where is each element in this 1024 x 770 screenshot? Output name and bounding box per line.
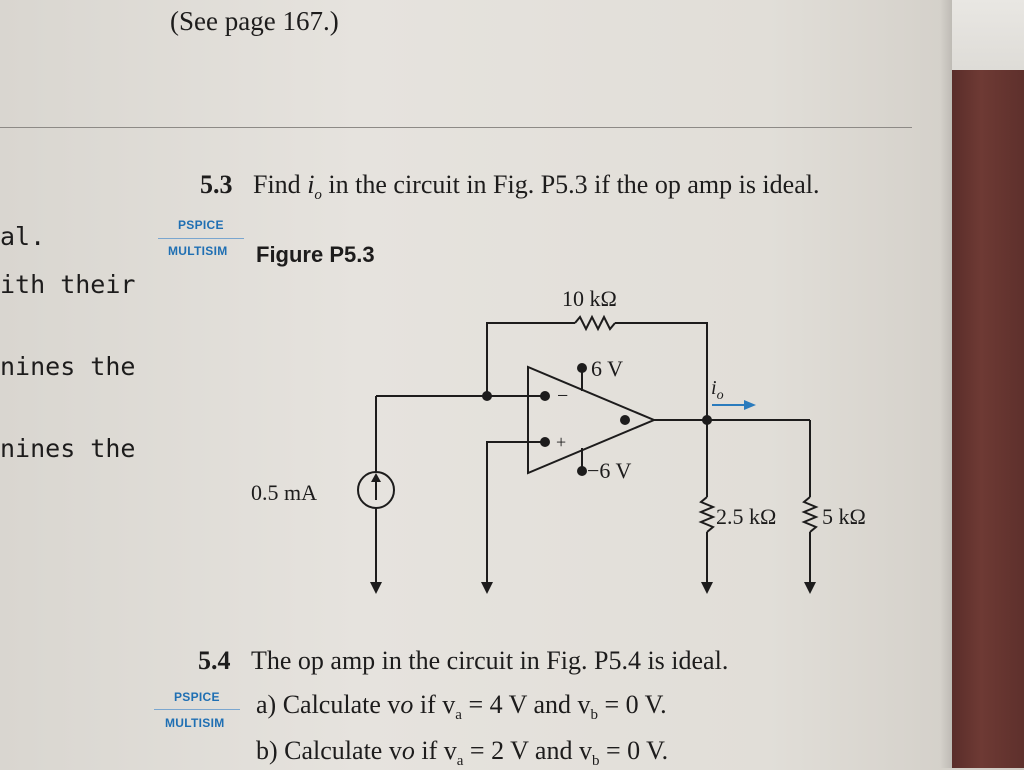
part-a-eq: = 4 V and v	[461, 690, 591, 719]
margin-text-line-4: nines the	[0, 434, 136, 463]
vneg-label: −6 V	[587, 458, 632, 483]
part-a-end: = 0 V.	[597, 690, 667, 719]
junction-vneg	[577, 466, 587, 476]
part-a-start: a) Calculate v	[256, 690, 401, 719]
inverting-sign: −	[557, 385, 568, 407]
problem-number: 5.3	[200, 170, 233, 199]
current-source-arrowhead	[371, 473, 381, 482]
junction-noninverting-pin	[540, 437, 550, 447]
part-a-sub-a: a	[455, 707, 462, 724]
io-arrow-head	[744, 400, 756, 410]
junction-output-node	[702, 415, 712, 425]
multisim-badge: MULTISIM	[165, 716, 225, 730]
load-resistor-2-label: 5 kΩ	[822, 504, 866, 529]
feedback-resistor	[574, 314, 616, 332]
problem-5-4: 5.4 The op amp in the circuit in Fig. P5…	[198, 646, 728, 676]
margin-text-line-2: ith their	[0, 270, 136, 299]
figure-label: Figure P5.3	[256, 242, 375, 267]
problem-5-3: 5.3 Find io in the circuit in Fig. P5.3 …	[200, 170, 819, 204]
current-source-label: 0.5 mA	[251, 480, 317, 505]
ground-arrow-load1	[701, 582, 713, 594]
part-b-if: if v	[414, 736, 457, 765]
problem-number: 5.4	[198, 646, 231, 675]
adjacent-page-edge	[952, 0, 1024, 70]
part-b-eq: = 2 V and v	[463, 736, 592, 765]
see-page-reference: (See page 167.)	[170, 6, 339, 36]
feedback-wire-right	[615, 322, 708, 420]
section-rule	[0, 127, 912, 128]
feedback-wire-left	[486, 322, 575, 396]
part-b-sub-b: b	[591, 753, 600, 770]
problem-text: The op amp in the circuit in Fig. P5.4 i…	[251, 646, 729, 675]
part-b-end: = 0 V.	[599, 736, 669, 765]
feedback-resistor-label: 10 kΩ	[562, 286, 617, 311]
pspice-badge: PSPICE	[174, 690, 220, 704]
problem-text-start: Find	[253, 170, 308, 199]
part-a-sub-b: b	[590, 707, 598, 724]
junction-feedback	[482, 391, 492, 401]
problem-text-end: in the circuit in Fig. P5.3 if the op am…	[321, 170, 820, 199]
pspice-badge: PSPICE	[178, 218, 224, 232]
ground-arrow-load2	[804, 582, 816, 594]
part-b-sub-a: a	[456, 753, 464, 770]
part-b-start: b) Calculate v	[256, 736, 402, 765]
badge-divider	[158, 238, 244, 239]
multisim-badge: MULTISIM	[168, 244, 228, 258]
io-label: io	[711, 377, 724, 403]
junction-inverting-pin	[540, 391, 550, 401]
ground-arrow-source	[370, 582, 382, 594]
load-resistor-5k	[801, 496, 819, 533]
noninverting-input-wire	[486, 441, 545, 582]
margin-text-line-3: nines the	[0, 352, 136, 381]
load-resistor-2-5k	[698, 496, 716, 533]
vpos-label: 6 V	[591, 356, 623, 381]
problem-5-4-part-b: b) Calculate vo if va = 2 V and vb = 0 V…	[256, 736, 669, 770]
load-resistor-1-label: 2.5 kΩ	[716, 504, 776, 529]
noninverting-sign: +	[556, 432, 566, 452]
part-a-if: if v	[413, 690, 456, 719]
page-gutter-shadow	[940, 0, 954, 768]
ground-arrow-noninverting	[481, 582, 493, 594]
junction-opamp-output	[620, 415, 630, 425]
io-subscript: o	[314, 187, 322, 204]
io-label-main: i	[711, 377, 717, 399]
badge-divider	[154, 709, 240, 710]
junction-vpos	[577, 363, 587, 373]
io-label-sub: o	[717, 388, 724, 403]
problem-5-4-part-a: a) Calculate vo if va = 4 V and vb = 0 V…	[256, 690, 667, 724]
book-cover-edge	[952, 70, 1024, 768]
margin-text-line-1: al.	[0, 222, 46, 251]
io-variable: i	[307, 170, 315, 199]
op-amp-triangle	[527, 365, 657, 475]
